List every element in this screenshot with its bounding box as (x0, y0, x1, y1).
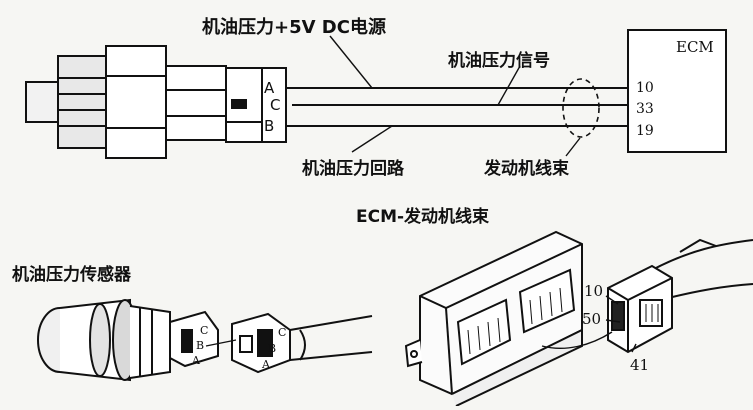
sensor-pin-a: A (191, 354, 201, 367)
wire-bundle (286, 87, 628, 127)
socket-pin-a: A (261, 358, 271, 371)
ecm-title: ECM (676, 38, 714, 56)
label-harness: 发动机线束 (483, 158, 569, 179)
plug-pin-41: 41 (630, 356, 649, 374)
socket-pin-b: B (268, 342, 276, 355)
socket-pin-c: C (278, 326, 286, 339)
ecm-pin-33: 33 (636, 101, 654, 117)
ecm-box (627, 29, 727, 153)
ecm-module-illustration (404, 230, 583, 407)
label-sensor: 机油压力传感器 (12, 264, 132, 285)
leader-signal (497, 65, 521, 106)
sensor-pin-b: B (196, 339, 204, 352)
connection-pointer (541, 331, 613, 349)
leader-supply (329, 35, 373, 89)
label-supply: 机油压力+5V DC电源 (202, 16, 386, 38)
plug-pin-50: 50 (582, 310, 601, 328)
ecm-pin-10: 10 (636, 80, 654, 96)
pin-label-a: A (264, 79, 275, 97)
pin-label-c: C (270, 96, 280, 114)
leader-harness (565, 137, 581, 157)
leader-return (351, 125, 393, 153)
oil-pressure-sensor-body (25, 45, 287, 159)
plug-pin-10: 10 (584, 282, 603, 300)
label-ecm-harness: ECM-发动机线束 (356, 206, 489, 227)
sensor-pin-c: C (200, 324, 208, 337)
label-return: 机油压力回路 (302, 158, 405, 179)
label-signal: 机油压力信号 (448, 50, 550, 71)
harness-marker-ellipse (562, 78, 600, 138)
pin-label-b: B (264, 117, 274, 135)
sensor-photo-illustration (37, 298, 373, 382)
ecm-pin-19: 19 (636, 123, 654, 139)
harness-plug-illustration (607, 238, 753, 354)
